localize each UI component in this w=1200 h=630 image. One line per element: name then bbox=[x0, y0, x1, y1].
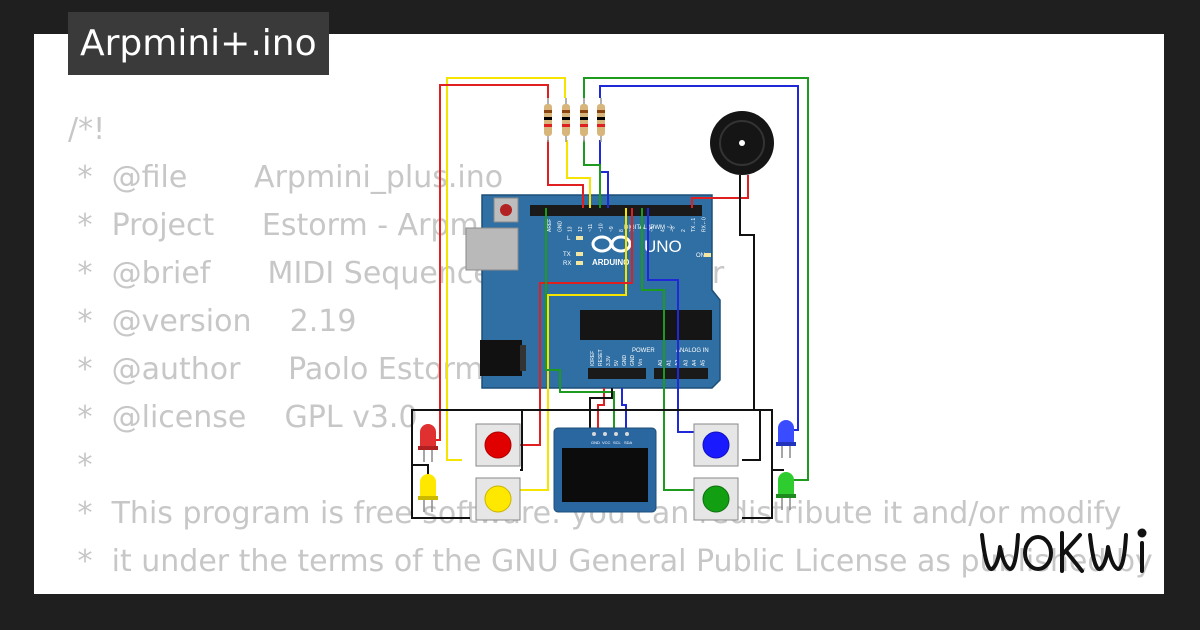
power-jack bbox=[480, 340, 522, 376]
arduino-logo-icon bbox=[591, 235, 632, 253]
analog-pin-label-1: A1 bbox=[667, 360, 673, 366]
oled-pin-label-3: SDA bbox=[624, 440, 633, 445]
arduino-uno-board[interactable]: ARDUINO UNO DIGITAL (PWM ~) ON POWER ANA… bbox=[465, 194, 721, 389]
wire-red bbox=[597, 388, 605, 432]
oled-pin-label-2: SCL bbox=[613, 440, 622, 445]
led-yellow-icon[interactable] bbox=[418, 474, 438, 512]
wire-green bbox=[545, 208, 615, 432]
digital-pin-label-4: ~11 bbox=[588, 224, 594, 232]
circuit-diagram: ARDUINO UNO DIGITAL (PWM ~) ON POWER ANA… bbox=[411, 77, 809, 521]
board-model: UNO bbox=[644, 237, 682, 256]
pushbutton-red[interactable] bbox=[475, 423, 521, 467]
digital-pin-label-10: ~5 bbox=[650, 226, 656, 232]
wire-blue bbox=[621, 388, 627, 432]
code-line: * @file Arpmini_plus.ino bbox=[68, 160, 504, 195]
wire-blue bbox=[599, 140, 609, 208]
analog-pin-label-4: A4 bbox=[692, 360, 698, 366]
oled-screen bbox=[562, 448, 648, 502]
wires bbox=[411, 77, 809, 519]
digital-pin-label-0: AREF bbox=[547, 219, 553, 232]
analog-pin-label-3: A3 bbox=[684, 360, 690, 366]
wokwi-logo bbox=[980, 528, 1147, 573]
power-pin-label-5: GND bbox=[630, 355, 636, 367]
digital-pin-label-11: 4 bbox=[660, 229, 666, 232]
resistor-icon bbox=[562, 98, 570, 142]
code-line: /*! bbox=[68, 112, 106, 147]
code-line: * the Free Software Foundation, either v… bbox=[68, 586, 1153, 594]
power-pin-label-3: 5V bbox=[614, 359, 620, 366]
code-line: * @version 2.19 bbox=[68, 304, 357, 339]
digital-pin-label-5: ~10 bbox=[599, 223, 605, 232]
oled-pin-label-1: VCC bbox=[602, 440, 611, 445]
atmega-chip bbox=[580, 310, 712, 340]
power-pin-label-0: IOREF bbox=[590, 351, 596, 366]
resistor-icon bbox=[597, 98, 605, 142]
resistors[interactable] bbox=[544, 98, 605, 142]
digital-pin-label-12: ~3 bbox=[671, 226, 677, 232]
wire-red bbox=[520, 208, 633, 446]
l-led-label: L bbox=[567, 236, 571, 242]
code-line: * bbox=[68, 448, 93, 483]
digital-pin-label-15: RX←0 bbox=[702, 217, 708, 232]
wire-black bbox=[742, 409, 773, 519]
digital-header bbox=[530, 205, 702, 216]
buzzer-icon[interactable] bbox=[710, 111, 774, 175]
analog-label: ANALOG IN bbox=[676, 348, 709, 354]
pushbutton-blue[interactable] bbox=[693, 423, 739, 467]
wire-red bbox=[691, 175, 749, 208]
power-pin-label-6: Vin bbox=[638, 359, 644, 366]
wire-yellow bbox=[520, 208, 627, 491]
wire-yellow bbox=[566, 140, 591, 208]
tx-led-label: TX bbox=[563, 252, 571, 258]
analog-pin-label-5: A5 bbox=[701, 360, 707, 366]
code-line: * it under the terms of the GNU General … bbox=[68, 544, 1153, 579]
resistor-icon bbox=[544, 98, 552, 142]
resistor-icon bbox=[580, 98, 588, 142]
wire-black bbox=[520, 410, 523, 471]
reset-button[interactable] bbox=[500, 204, 512, 216]
wire-black bbox=[589, 388, 613, 432]
digital-pin-label-6: ~9 bbox=[609, 226, 615, 232]
analog-pin-label-0: A0 bbox=[658, 360, 664, 366]
digital-pin-label-1: GND bbox=[557, 221, 563, 233]
code-line: * @author Paolo Estorm bbox=[68, 352, 484, 387]
on-label: ON bbox=[696, 253, 705, 259]
wire-black bbox=[742, 410, 761, 461]
project-title: Arpmini+.ino bbox=[68, 12, 329, 75]
wire-blue bbox=[599, 85, 799, 431]
board-brand: ARDUINO bbox=[592, 258, 629, 267]
power-pin-label-2: 3.3V bbox=[606, 355, 612, 366]
power-label: POWER bbox=[632, 348, 655, 354]
digital-pin-label-13: 2 bbox=[681, 229, 687, 232]
led-green-icon[interactable] bbox=[776, 472, 796, 510]
digital-pin-label-3: 12 bbox=[578, 226, 584, 232]
power-pin-label-1: RESET bbox=[598, 349, 604, 366]
led-red-icon[interactable] bbox=[418, 424, 438, 462]
rx-led-label: RX bbox=[563, 261, 571, 267]
wire-green bbox=[641, 208, 694, 491]
wire-green bbox=[583, 77, 809, 481]
led-blue-icon[interactable] bbox=[776, 420, 796, 458]
digital-pin-label-7: 8 bbox=[619, 229, 625, 232]
pushbutton-yellow[interactable] bbox=[475, 477, 521, 521]
wire-blue bbox=[647, 208, 694, 433]
wire-red bbox=[547, 140, 584, 208]
power-pin-label-4: GND bbox=[622, 355, 628, 367]
analog-header bbox=[654, 368, 708, 379]
pushbutton-green[interactable] bbox=[693, 477, 739, 521]
digital-pin-label-14: TX→1 bbox=[691, 218, 697, 232]
digital-pin-label-2: 13 bbox=[568, 226, 574, 232]
power-header bbox=[588, 368, 646, 379]
usb-port bbox=[465, 227, 519, 271]
wire-yellow bbox=[446, 77, 566, 461]
oled-pin-label-0: GND bbox=[591, 440, 600, 445]
wire-green bbox=[583, 140, 601, 208]
code-line: * @license GPL v3.0 bbox=[68, 400, 418, 435]
